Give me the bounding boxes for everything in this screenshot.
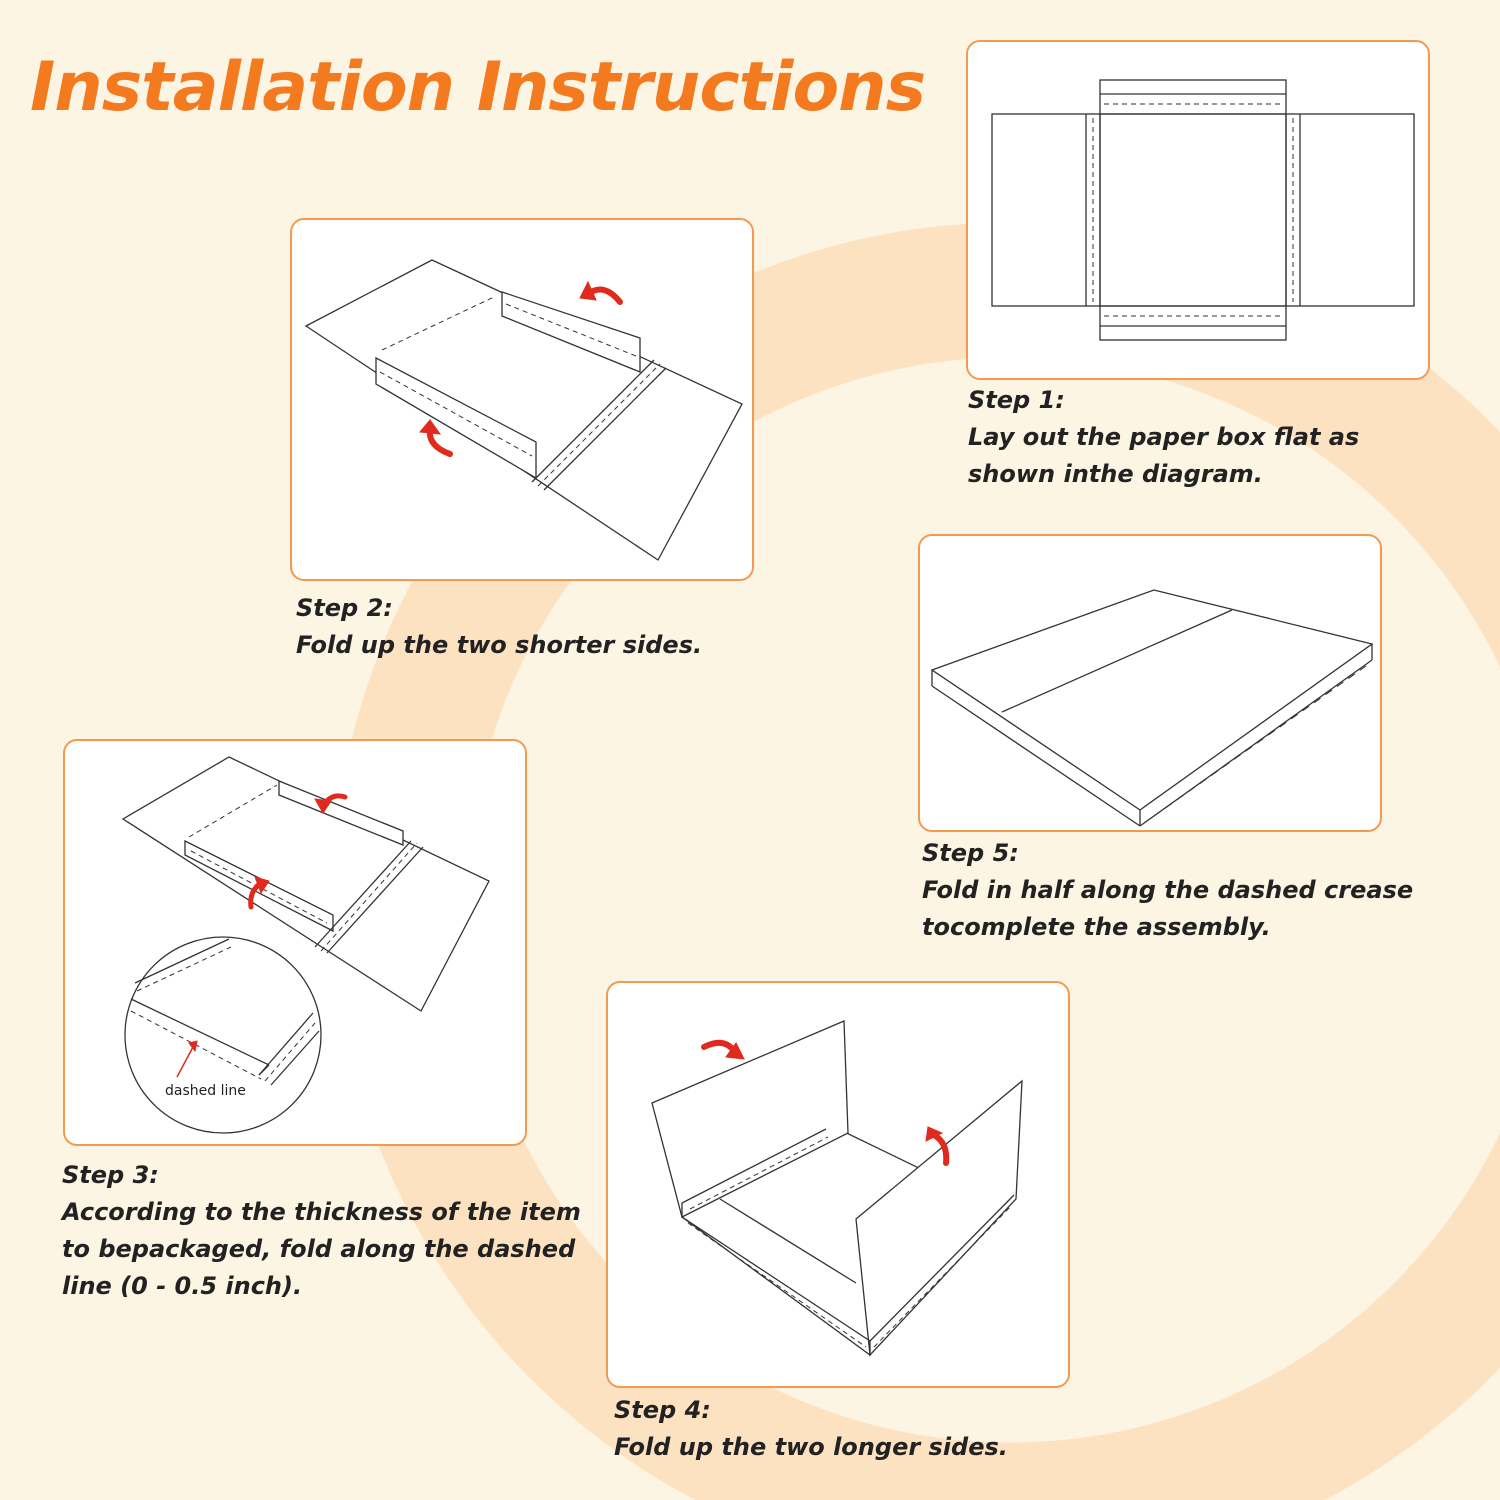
step5-diagram-panel	[918, 534, 1382, 832]
step3-text-line2: to bepackaged, fold along the dashed	[62, 1235, 576, 1263]
step4-label: Step 4:	[614, 1396, 711, 1424]
step3-diagram-panel: dashed line	[63, 739, 527, 1146]
step1-caption: Step 1: Lay out the paper box flat as sh…	[968, 382, 1359, 493]
fold-short-sides-diagram	[304, 259, 743, 561]
step3-caption: Step 3: According to the thickness of th…	[62, 1157, 581, 1305]
flat-box-diagram	[991, 79, 1415, 341]
fold-long-sides-diagram	[651, 1020, 1023, 1357]
step2-text-line1: Fold up the two shorter sides.	[296, 631, 703, 659]
step3-text-line3: line (0 - 0.5 inch).	[62, 1272, 303, 1300]
step1-text-line1: Lay out the paper box flat as	[968, 423, 1360, 451]
zoom-callout-detail	[130, 938, 320, 1086]
page-title: Installation Instructions	[30, 48, 926, 127]
step5-caption: Step 5: Fold in half along the dashed cr…	[922, 835, 1413, 946]
step4-caption: Step 4: Fold up the two longer sides.	[614, 1392, 1008, 1466]
step2-label: Step 2:	[296, 594, 393, 622]
step1-text-line2: shown inthe diagram.	[968, 460, 1263, 488]
step1-label: Step 1:	[968, 386, 1065, 414]
step4-diagram-panel	[606, 981, 1070, 1388]
fold-dashed-line-diagram	[121, 756, 490, 1134]
step5-text-line1: Fold in half along the dashed crease	[922, 876, 1414, 904]
step3-text-line1: According to the thickness of the item	[62, 1198, 581, 1226]
step5-label: Step 5:	[922, 839, 1019, 867]
fold-in-half-diagram	[930, 589, 1374, 827]
step2-diagram-panel	[290, 218, 754, 581]
step5-text-line2: tocomplete the assembly.	[922, 913, 1271, 941]
step3-label: Step 3:	[62, 1161, 159, 1189]
dashed-line-callout-label: dashed line	[165, 1083, 246, 1099]
step4-text-line1: Fold up the two longer sides.	[614, 1433, 1008, 1461]
step1-diagram-panel	[966, 40, 1430, 380]
step2-caption: Step 2: Fold up the two shorter sides.	[296, 590, 702, 664]
